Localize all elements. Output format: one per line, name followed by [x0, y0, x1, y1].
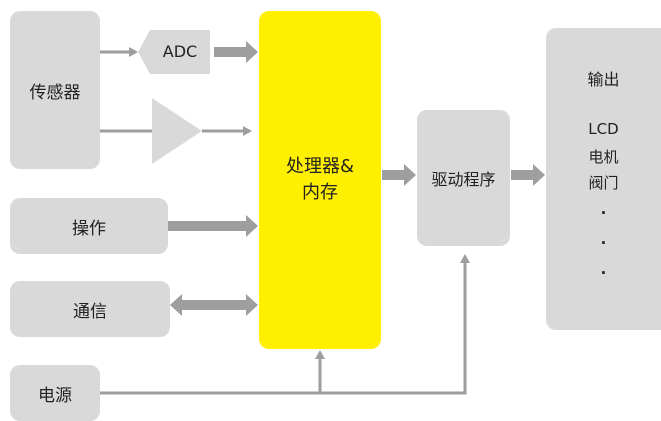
driver-block: 驱动程序 — [417, 110, 510, 246]
power-label: 电源 — [38, 385, 72, 406]
driver-label: 驱动程序 — [431, 170, 496, 189]
processor-label-line2: 内存 — [301, 182, 338, 203]
comm-label: 通信 — [73, 301, 107, 322]
sensor-block: 传感器 — [10, 11, 100, 169]
output-item-dot-2: · — [600, 234, 607, 252]
output-item-motor: 电机 — [588, 148, 619, 166]
driver-to-output-arrow — [511, 164, 545, 186]
output-item-dot-1: · — [600, 204, 607, 222]
output-item-lcd: LCD — [588, 120, 619, 138]
amplifier-triangle — [152, 98, 202, 164]
power-line — [100, 254, 470, 395]
adc-block — [138, 30, 210, 74]
power-block: 电源 — [10, 365, 100, 421]
processor-memory-block: 处理器& 内存 — [259, 11, 381, 349]
output-item-dot-3: · — [600, 264, 607, 282]
operation-label: 操作 — [72, 218, 106, 239]
output-block: 输出 LCD 电机 阀门 · · · — [546, 28, 661, 330]
sensor-label: 传感器 — [29, 82, 81, 103]
output-item-valve: 阀门 — [588, 174, 619, 192]
operation-block: 操作 — [10, 198, 168, 254]
output-title: 输出 — [587, 70, 620, 89]
operation-to-processor-arrow — [168, 215, 258, 237]
adc-label: ADC — [162, 42, 198, 61]
processor-to-driver-arrow — [382, 164, 416, 186]
comm-processor-double-arrow — [170, 294, 258, 316]
adc-to-processor-arrow — [214, 41, 258, 63]
comm-block: 通信 — [10, 281, 170, 337]
processor-label-line1: 处理器& — [285, 156, 355, 177]
